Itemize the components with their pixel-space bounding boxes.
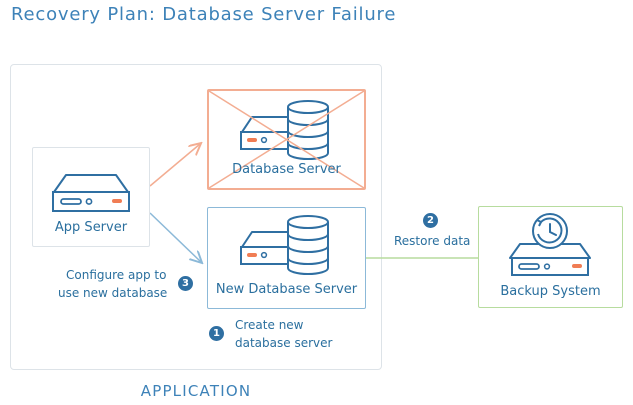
arrow-app-to-database [149, 144, 200, 187]
server-icon [52, 174, 130, 212]
x-cross-icon [208, 90, 365, 189]
step-2-text: Restore data [394, 234, 471, 248]
arrow-app-to-new-database [149, 212, 201, 262]
application-boundary [10, 64, 382, 370]
step-3-badge: 3 [178, 276, 193, 291]
step-3-text-line1: Configure app to [66, 268, 167, 282]
backup-system-label: Backup System [500, 284, 601, 299]
app-server-label: App Server [54, 220, 128, 235]
application-label: APPLICATION [140, 382, 252, 400]
step-2-badge: 2 [423, 213, 438, 228]
step-1-badge: 1 [209, 326, 224, 341]
database-server-label: Database Server [232, 162, 341, 177]
new-database-server-icon [240, 215, 329, 275]
step-1-text-line1: Create new [235, 318, 304, 332]
step-3-text-line2: use new database [58, 286, 168, 300]
page-title: Recovery Plan: Database Server Failure [11, 4, 397, 25]
step-1-text-line2: database server [235, 336, 333, 350]
new-database-server-label: New Database Server [215, 282, 358, 297]
backup-clock-server-icon [509, 213, 591, 276]
